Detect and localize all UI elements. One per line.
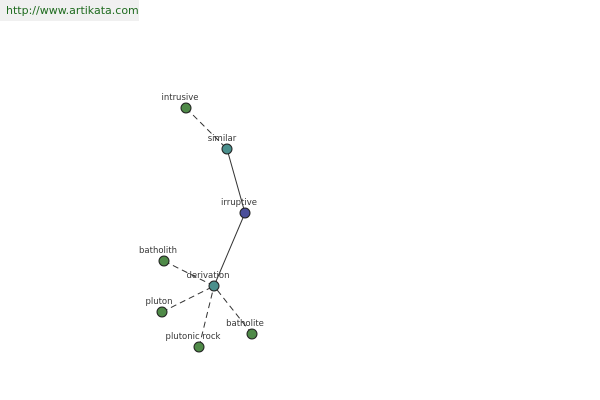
node-marker-batholite[interactable] — [246, 328, 258, 340]
node-label-irruptive[interactable]: irruptive — [221, 198, 257, 208]
node-batholite[interactable]: batholite — [226, 319, 264, 340]
node-marker-intrusive[interactable] — [180, 102, 192, 114]
node-label-batholite[interactable]: batholite — [226, 319, 264, 329]
node-irruptive[interactable]: irruptive — [221, 198, 257, 219]
node-intrusive[interactable]: intrusive — [161, 93, 199, 114]
node-plutonic_rock[interactable]: plutonic rock — [166, 332, 221, 353]
node-label-batholith[interactable]: batholith — [139, 246, 177, 256]
node-pluton[interactable]: pluton — [145, 297, 173, 318]
edge-batholite-derivation — [213, 285, 253, 335]
node-marker-derivation[interactable] — [208, 280, 220, 292]
node-marker-irruptive[interactable] — [239, 207, 251, 219]
source-url-bar[interactable]: http://www.artikata.com — [0, 0, 139, 21]
node-marker-similar[interactable] — [221, 143, 233, 155]
nodes-layer: intrusive similar irruptive derivation batho… — [139, 93, 264, 353]
node-batholith[interactable]: batholith — [139, 246, 177, 267]
node-label-plutonic_rock[interactable]: plutonic rock — [166, 332, 221, 342]
node-marker-plutonic_rock[interactable] — [193, 341, 205, 353]
source-url-text[interactable]: http://www.artikata.com — [6, 4, 139, 17]
node-label-intrusive[interactable]: intrusive — [161, 93, 198, 103]
node-label-derivation[interactable]: derivation — [186, 271, 229, 281]
node-derivation[interactable]: derivation — [186, 271, 230, 292]
edges-layer — [161, 107, 253, 348]
node-marker-pluton[interactable] — [156, 306, 168, 318]
edge-plutonic_rock-derivation — [198, 285, 215, 348]
node-marker-batholith[interactable] — [158, 255, 170, 267]
node-label-similar[interactable]: similar — [208, 134, 237, 144]
node-label-pluton[interactable]: pluton — [145, 297, 172, 307]
node-similar[interactable]: similar — [208, 134, 237, 155]
edge-similar-irruptive — [226, 148, 246, 214]
edge-irruptive-derivation — [213, 212, 246, 287]
